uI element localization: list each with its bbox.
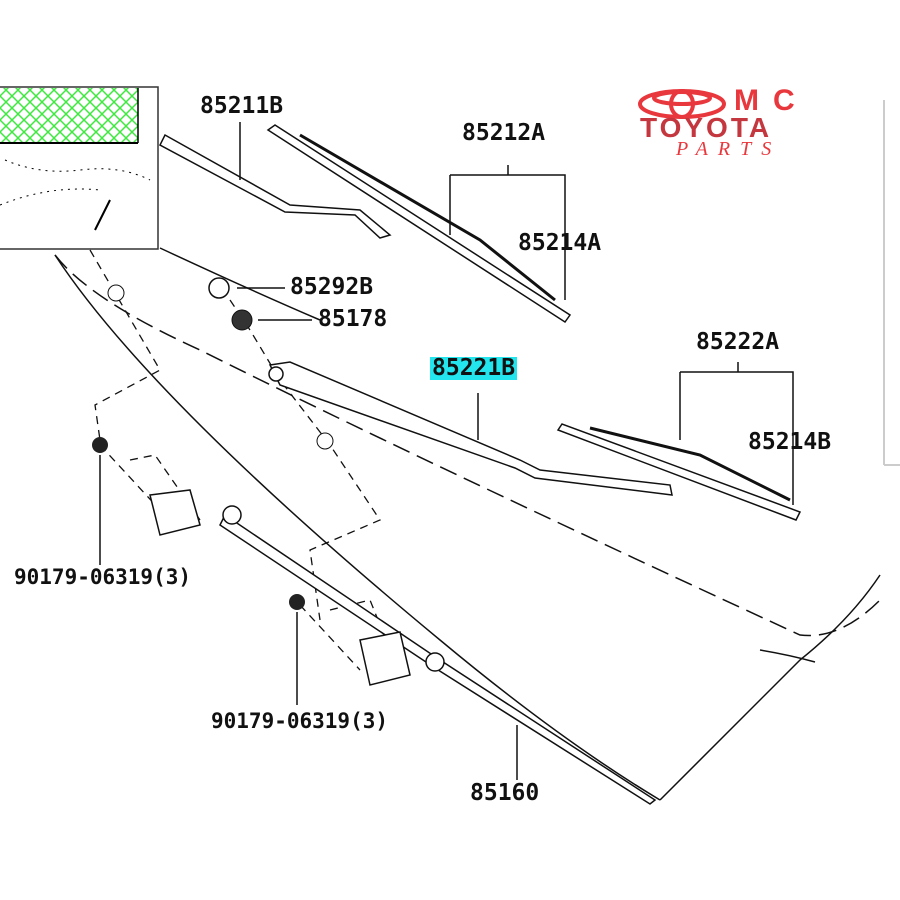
pivot-hole [316, 432, 334, 450]
wiper-blade-85222a [556, 423, 802, 521]
toyota-logo-emblem [638, 89, 726, 119]
omc-toyota-parts-logo: MC TOYOTA PARTS [636, 84, 866, 160]
logo-toyota: TOYOTA [640, 112, 773, 143]
wiper-arm-85211b [159, 133, 392, 239]
nut-85178 [231, 309, 253, 331]
windshield-outline [54, 247, 881, 801]
part-label-90179-06319-upper[interactable]: 90179-06319(3) [14, 565, 192, 589]
pivot-hole [107, 284, 125, 302]
logo-mc: MC [734, 84, 809, 117]
part-label-90179-06319-lower[interactable]: 90179-06319(3) [211, 709, 389, 733]
bolt [92, 437, 108, 453]
part-label-85212a[interactable]: 85212A [462, 120, 546, 146]
part-label-85222a[interactable]: 85222A [696, 329, 780, 355]
part-label-85214b[interactable]: 85214B [748, 429, 832, 455]
part-label-85178[interactable]: 85178 [318, 306, 388, 332]
wiper-arm-85221b [268, 361, 673, 496]
bolt [289, 594, 305, 610]
wiper-linkage-85160 [149, 489, 657, 805]
part-label-85292b[interactable]: 85292B [290, 274, 374, 300]
inset-view [0, 86, 159, 250]
leader-lines [99, 122, 794, 780]
part-label-85214a[interactable]: 85214A [518, 230, 602, 256]
cap-85292b [208, 277, 230, 299]
part-label-85221b-highlighted[interactable]: 85221B [430, 355, 518, 381]
wiper-blade-85212a [266, 124, 572, 324]
logo-parts: PARTS [676, 138, 782, 160]
part-label-85211b[interactable]: 85211B [200, 93, 284, 119]
part-label-85160[interactable]: 85160 [470, 780, 540, 806]
